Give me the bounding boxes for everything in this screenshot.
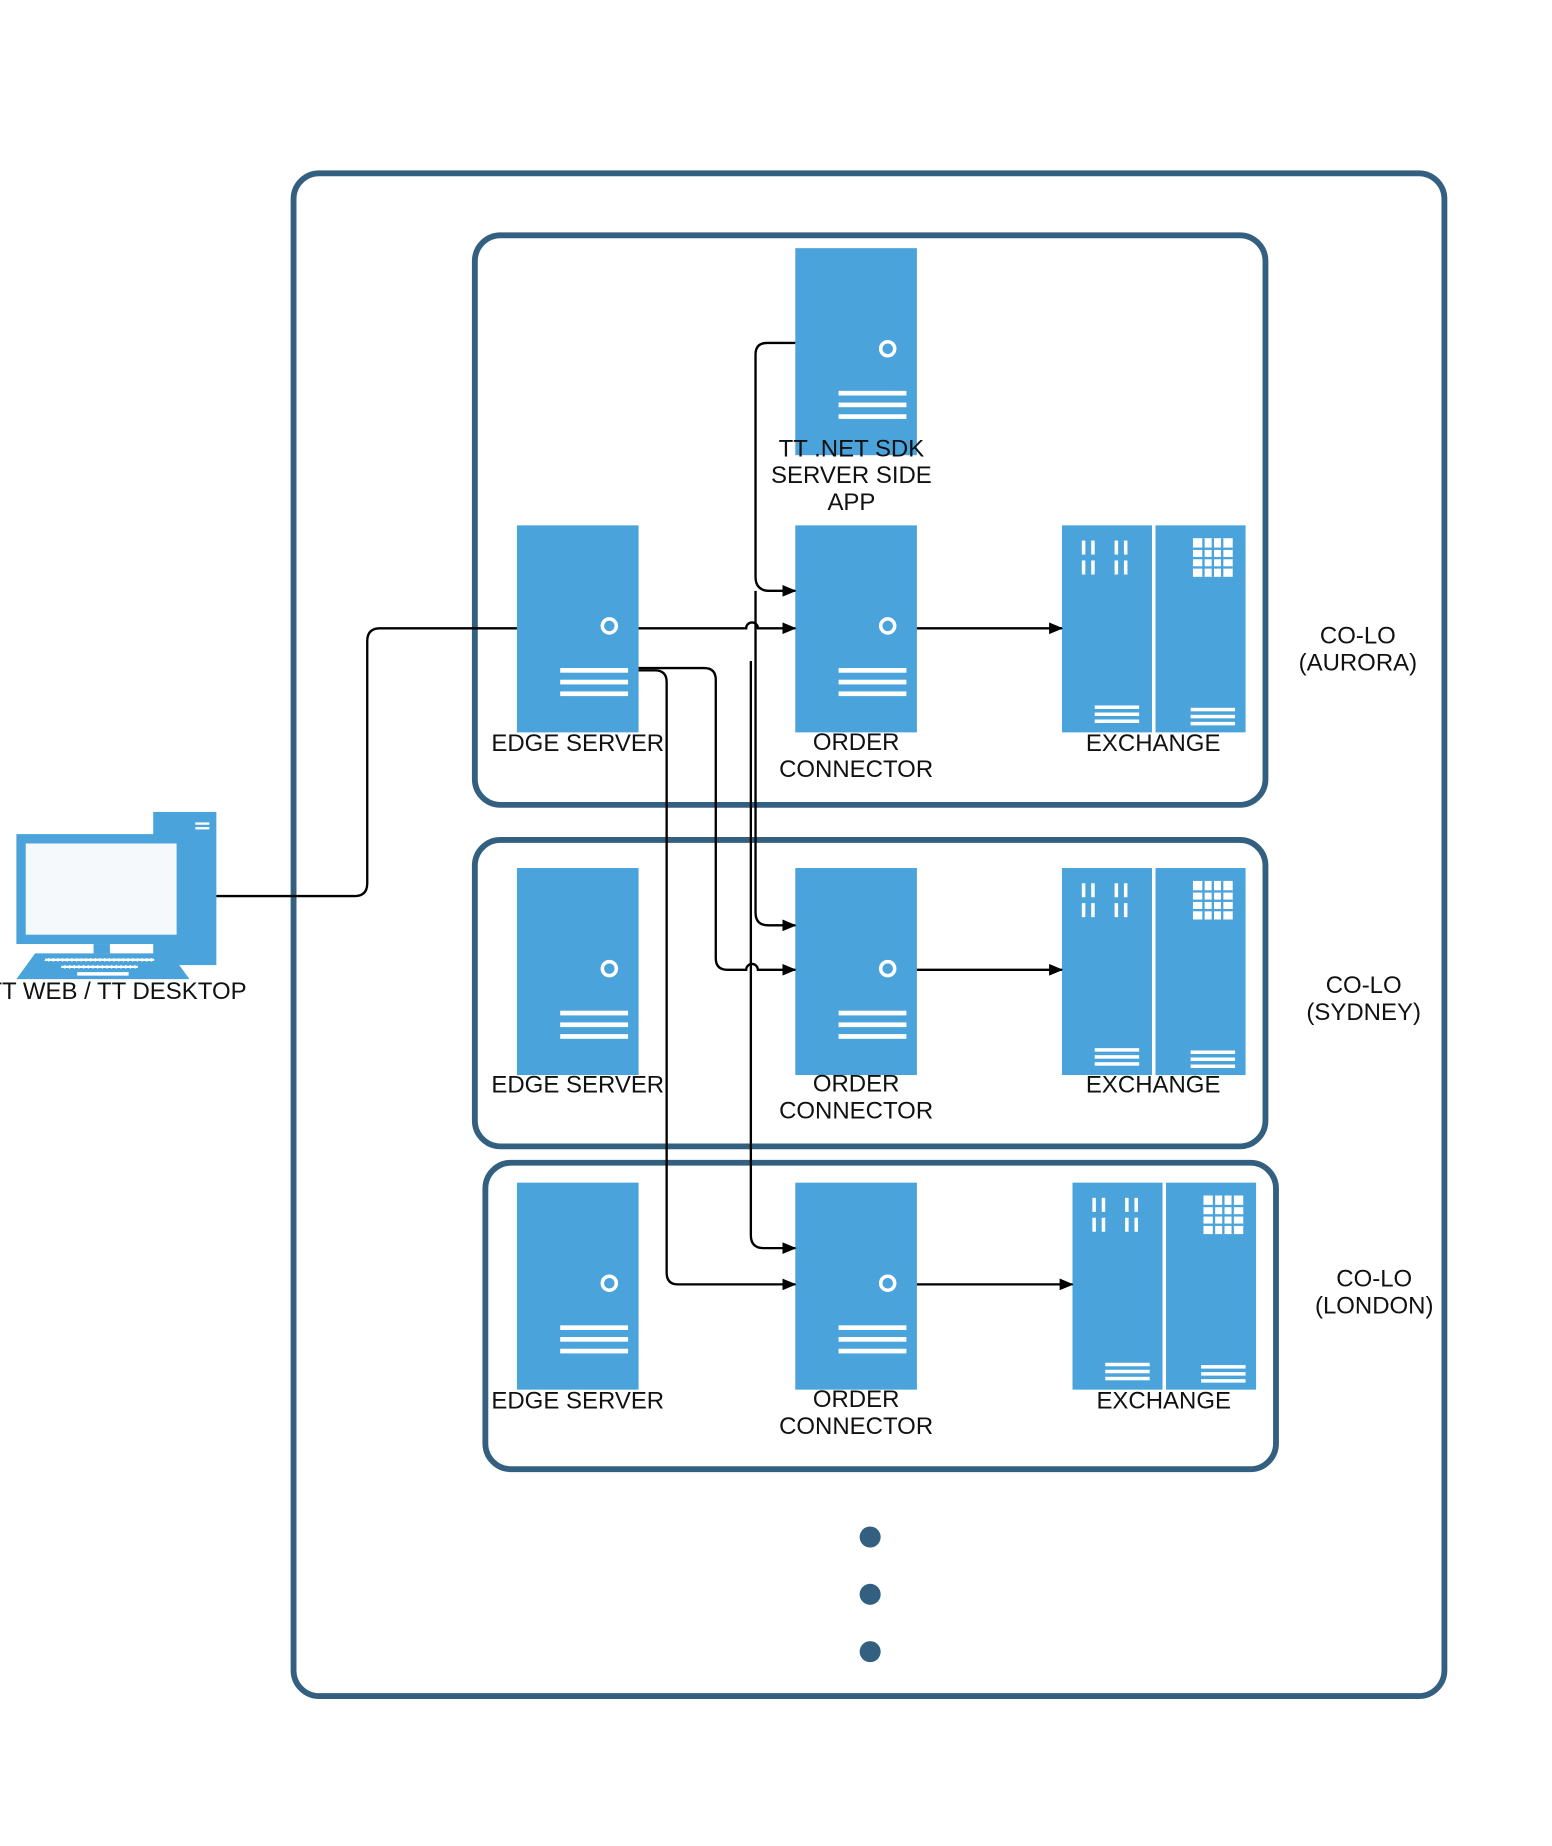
exchange-label: EXCHANGE: [1086, 730, 1221, 757]
exchange-icon: [1072, 1182, 1257, 1390]
exchange-icon: [1061, 525, 1246, 733]
order-connector-label-line-1: ORDER: [813, 1070, 900, 1097]
edge-server-icon: [515, 866, 641, 1077]
client-label: TT WEB / TT DESKTOP: [0, 978, 247, 1005]
colo-label-line-1: CO-LO: [1336, 1266, 1412, 1293]
exchange-label: EXCHANGE: [1086, 1072, 1221, 1099]
colo-label-line-1: CO-LO: [1326, 972, 1402, 999]
colo-label-line-2: (LONDON): [1315, 1293, 1434, 1320]
order-connector-icon: [793, 523, 919, 735]
order-connector-label-line-1: ORDER: [813, 1386, 900, 1413]
more-colos-ellipsis: [859, 1526, 881, 1663]
sdk-app-label-line-1: TT .NET SDK: [779, 435, 925, 462]
sdk-app-label-line-3: APP: [827, 489, 875, 516]
edge-server-icon: [515, 1180, 641, 1392]
edge-server-label: EDGE SERVER: [491, 730, 664, 757]
colo-label-line-2: (SYDNEY): [1306, 999, 1421, 1026]
exchange-label: EXCHANGE: [1096, 1387, 1231, 1414]
colo-frame-sydney: [471, 837, 1269, 1150]
connection-lines: [216, 341, 1074, 1291]
order-connector-icon: [793, 1180, 919, 1392]
colo-label-line-2: (AURORA): [1299, 649, 1418, 676]
edge-server-label: EDGE SERVER: [491, 1387, 664, 1414]
colo-frame-london: [482, 1159, 1279, 1473]
sdk-app-label-line-2: SERVER SIDE: [771, 462, 932, 489]
sdk-server-icon: [793, 246, 919, 457]
colo-frame-aurora: [471, 232, 1269, 808]
edge-server-label: EDGE SERVER: [491, 1072, 664, 1099]
order-connector-label-line-2: CONNECTOR: [779, 756, 933, 783]
edge-server-icon: [515, 523, 641, 735]
order-connector-label-line-2: CONNECTOR: [779, 1097, 933, 1124]
desktop-computer-icon: [16, 811, 217, 980]
outer-frame: [290, 170, 1448, 1699]
order-connector-icon: [793, 866, 919, 1077]
order-connector-label-line-1: ORDER: [813, 729, 900, 756]
exchange-icon: [1061, 868, 1246, 1076]
order-connector-label-line-2: CONNECTOR: [779, 1413, 933, 1440]
colo-label-line-1: CO-LO: [1320, 622, 1396, 649]
